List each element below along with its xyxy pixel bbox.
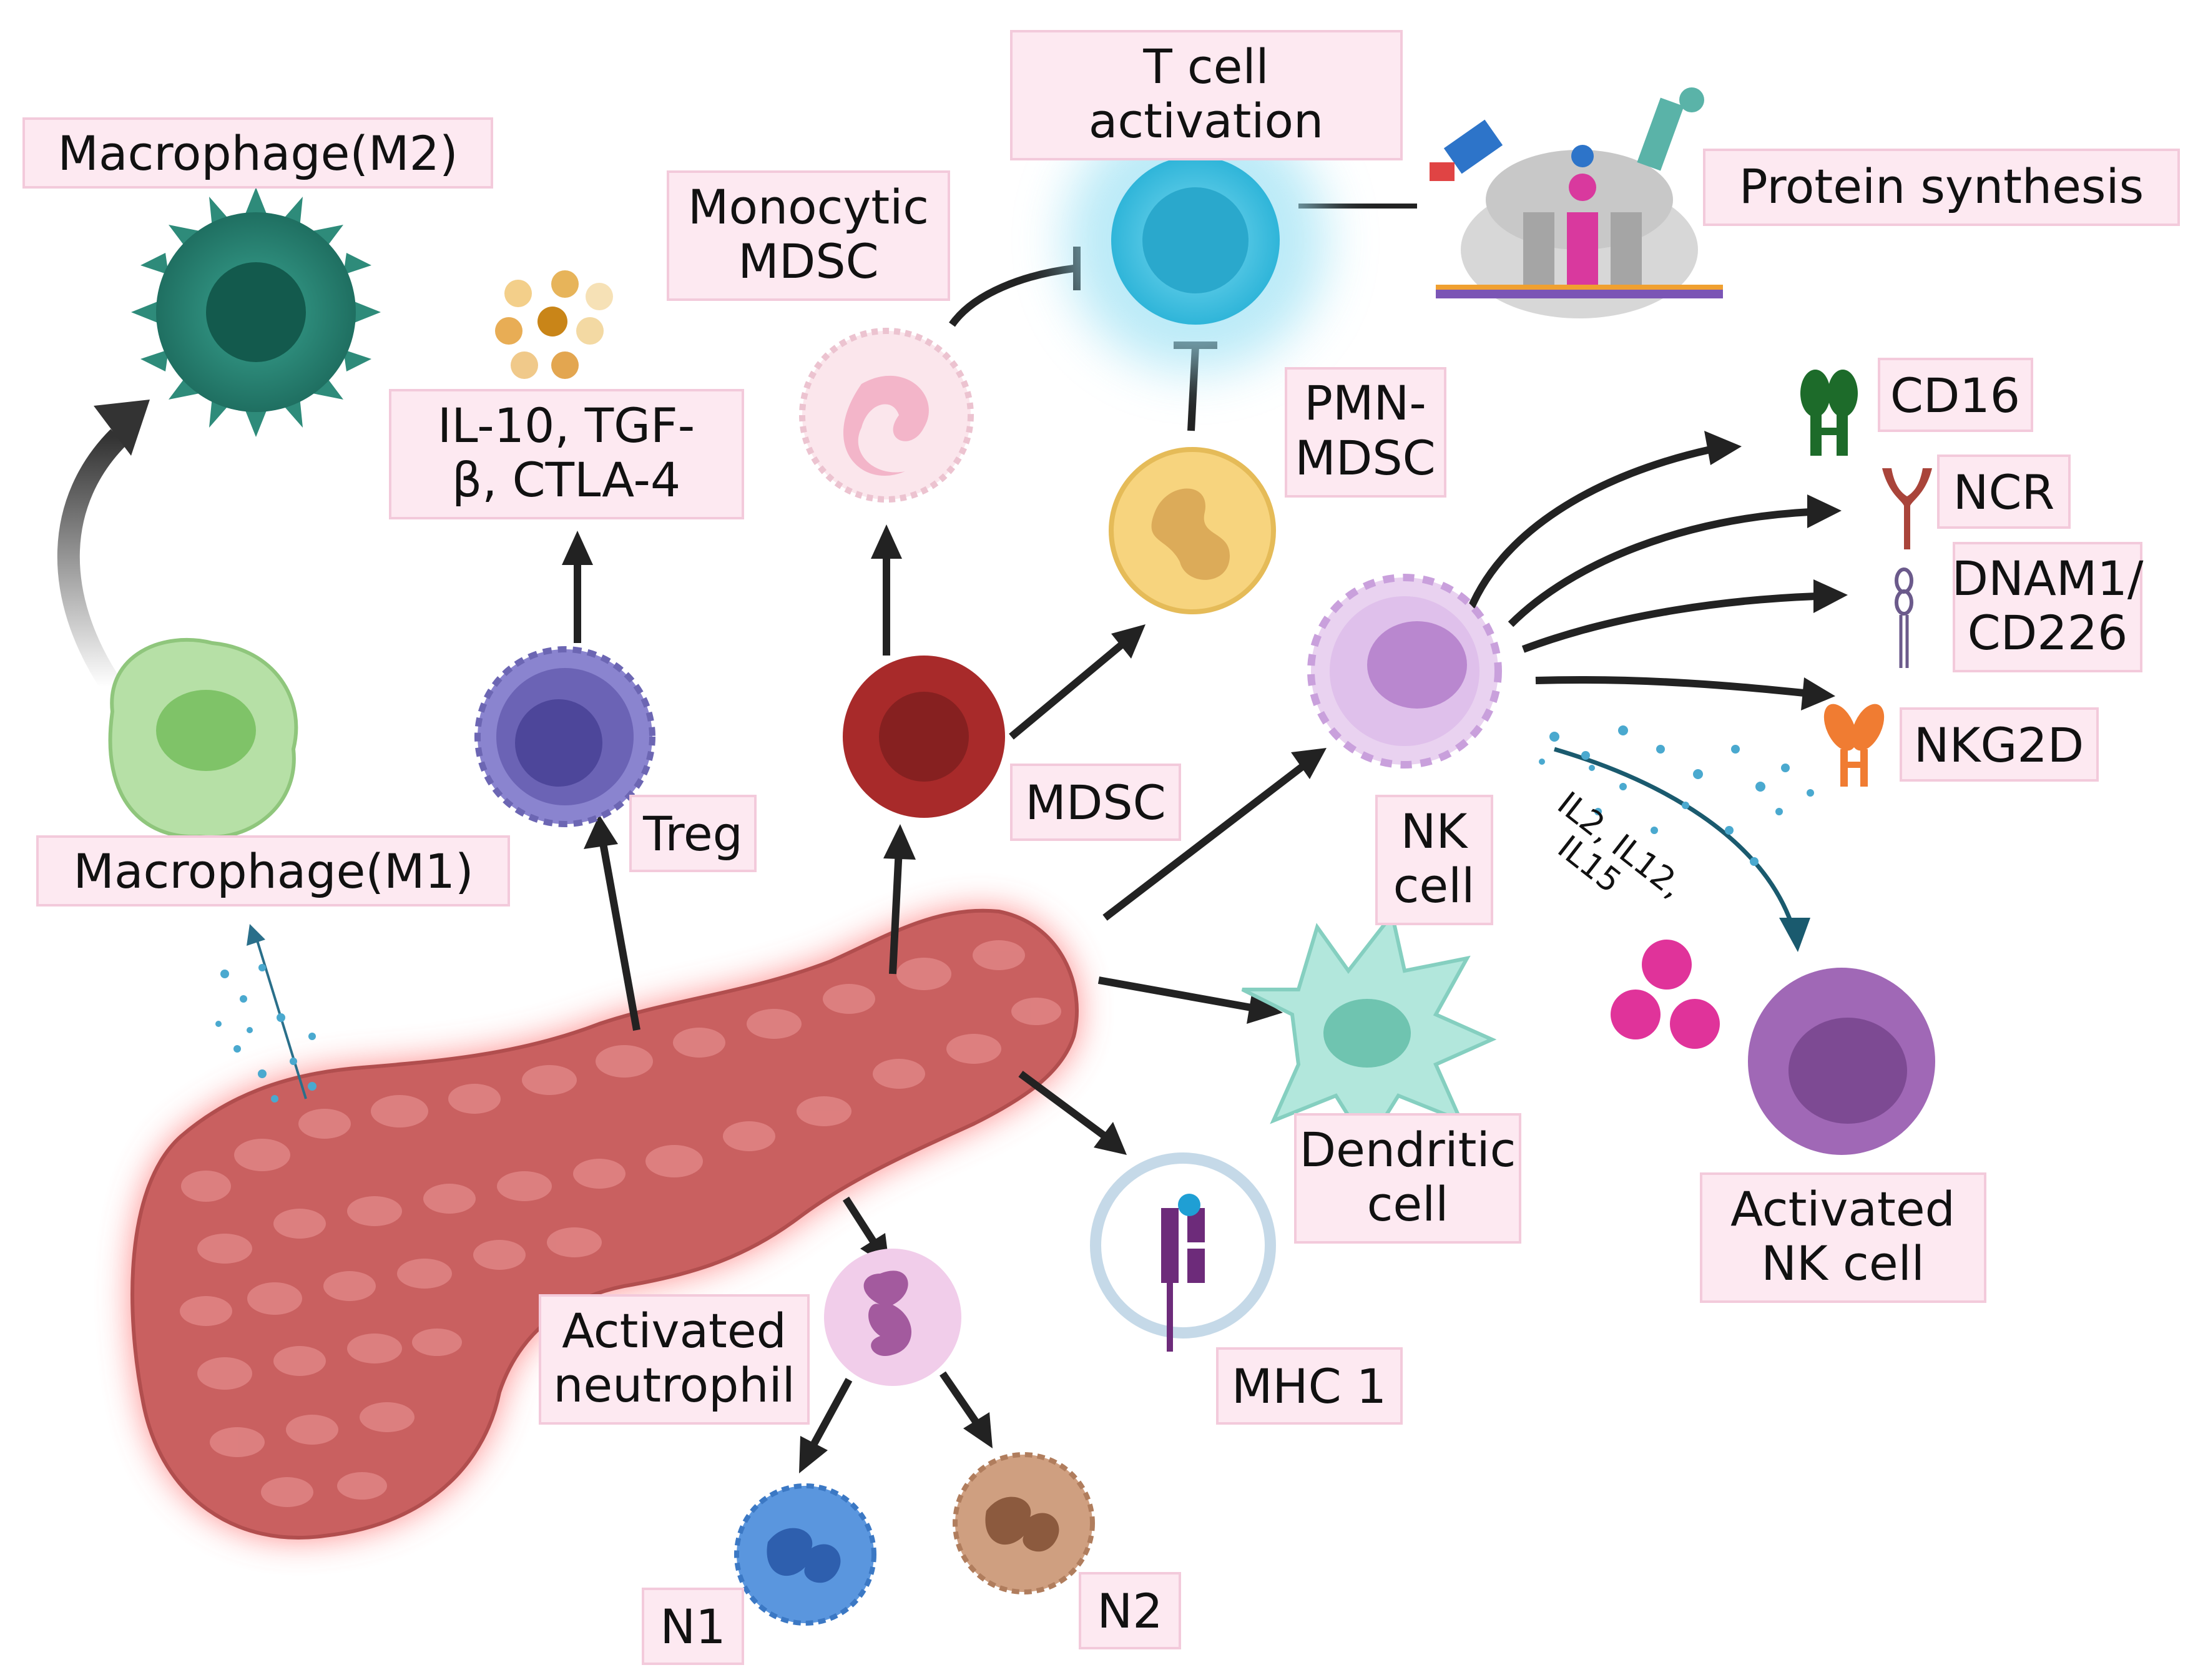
activated-nk-cell <box>1748 968 1935 1155</box>
label-dendritic-line2: cell <box>1367 1176 1449 1232</box>
label-dendritic-line1: Dendritic <box>1300 1122 1516 1177</box>
label-nk-cell: NK cell <box>1375 795 1493 925</box>
label-cytokines-line1: IL-10, TGF- <box>438 398 695 453</box>
label-treg: Treg <box>629 795 757 872</box>
label-activated-nk-line2: NK cell <box>1761 1235 1925 1291</box>
mhc1-cell <box>1090 1152 1276 1352</box>
label-protein-synthesis-text: Protein synthesis <box>1739 159 2144 214</box>
label-n1: N1 <box>642 1588 744 1665</box>
label-treg-text: Treg <box>642 806 743 862</box>
label-nkg2d-text: NKG2D <box>1914 717 2084 773</box>
pmn-mdsc-cell <box>1109 447 1276 614</box>
label-mdsc-text: MDSC <box>1025 775 1165 830</box>
label-macrophage-m2-text: Macrophage(M2) <box>57 125 458 181</box>
label-n2-text: N2 <box>1097 1583 1162 1639</box>
nk-cell <box>1307 574 1502 769</box>
label-n1-text: N1 <box>660 1599 725 1654</box>
label-monocytic-mdsc-line1: Monocytic <box>688 179 929 235</box>
label-dnam1-line1: DNAM1/ <box>1952 551 2144 606</box>
label-cytokines-line2: β, CTLA-4 <box>452 452 681 508</box>
label-t-cell-line2: activation <box>1089 93 1323 149</box>
label-t-cell-line1: T cell <box>1142 39 1268 94</box>
label-nk-cell-line1: NK <box>1401 803 1469 859</box>
label-mhc1: MHC 1 <box>1216 1347 1403 1425</box>
label-ncr-text: NCR <box>1953 464 2055 520</box>
label-protein-synthesis: Protein synthesis <box>1703 149 2180 226</box>
label-ncr: NCR <box>1937 454 2071 529</box>
label-nkg2d: NKG2D <box>1900 707 2099 782</box>
monocytic-mdsc-cell <box>799 328 974 503</box>
label-n2: N2 <box>1079 1572 1181 1649</box>
label-monocytic-mdsc: Monocytic MDSC <box>667 170 950 301</box>
t-cell <box>1064 109 1327 371</box>
activated-neutrophil-cell <box>824 1249 961 1386</box>
label-macrophage-m2: Macrophage(M2) <box>22 117 493 189</box>
label-dendritic-cell: Dendritic cell <box>1294 1113 1521 1244</box>
label-cytokines: IL-10, TGF- β, CTLA-4 <box>389 389 744 519</box>
label-macrophage-m1: Macrophage(M1) <box>36 835 510 906</box>
dendritic-cell <box>1241 910 1497 1149</box>
label-mdsc: MDSC <box>1010 764 1181 841</box>
m2-macrophage-cell <box>131 187 381 437</box>
label-activated-neutrophil-line2: neutrophil <box>553 1357 795 1413</box>
label-interleukins: IL2, IL12, IL15 <box>1550 785 1690 905</box>
label-activated-nk: Activated NK cell <box>1700 1172 1986 1303</box>
label-macrophage-m1-text: Macrophage(M1) <box>73 843 473 899</box>
label-nk-cell-line2: cell <box>1393 858 1475 913</box>
label-activated-nk-line1: Activated <box>1730 1181 1955 1237</box>
label-mhc1-text: MHC 1 <box>1232 1358 1386 1414</box>
label-cd16-text: CD16 <box>1890 368 2020 423</box>
mdsc-cell <box>843 656 1005 818</box>
label-t-cell-activation: T cell activation <box>1010 30 1403 160</box>
label-dnam1-line2: CD226 <box>1968 605 2128 661</box>
pancreas-tumor <box>130 908 1079 1540</box>
pathway-arrows <box>57 204 1848 1473</box>
n1-neutrophil-cell <box>734 1483 876 1626</box>
label-pmn-mdsc: PMN- MDSC <box>1285 367 1446 498</box>
label-pmn-mdsc-line2: MDSC <box>1295 430 1435 486</box>
m1-macrophage-cell <box>108 637 298 840</box>
ncr-receptor-icon <box>1882 468 1932 549</box>
cytokine-cluster <box>495 270 613 379</box>
nkg2d-receptor-icon <box>1823 704 1885 787</box>
n2-neutrophil-cell <box>953 1452 1095 1594</box>
label-monocytic-mdsc-line2: MDSC <box>738 233 878 289</box>
label-dnam1: DNAM1/ CD226 <box>1952 542 2144 672</box>
ribosome-protein-synthesis-icon <box>1430 87 1723 318</box>
label-cd16: CD16 <box>1878 358 2033 432</box>
cd16-receptor-icon <box>1800 370 1858 456</box>
label-pmn-mdsc-line1: PMN- <box>1304 375 1426 431</box>
dnam1-receptor-icon <box>1895 567 1913 668</box>
interleukin-spheres <box>1611 940 1720 1049</box>
label-activated-neutrophil-line1: Activated <box>562 1303 787 1358</box>
label-activated-neutrophil: Activated neutrophil <box>539 1294 810 1425</box>
signal-particles <box>215 725 1814 1103</box>
treg-cell <box>474 646 655 827</box>
